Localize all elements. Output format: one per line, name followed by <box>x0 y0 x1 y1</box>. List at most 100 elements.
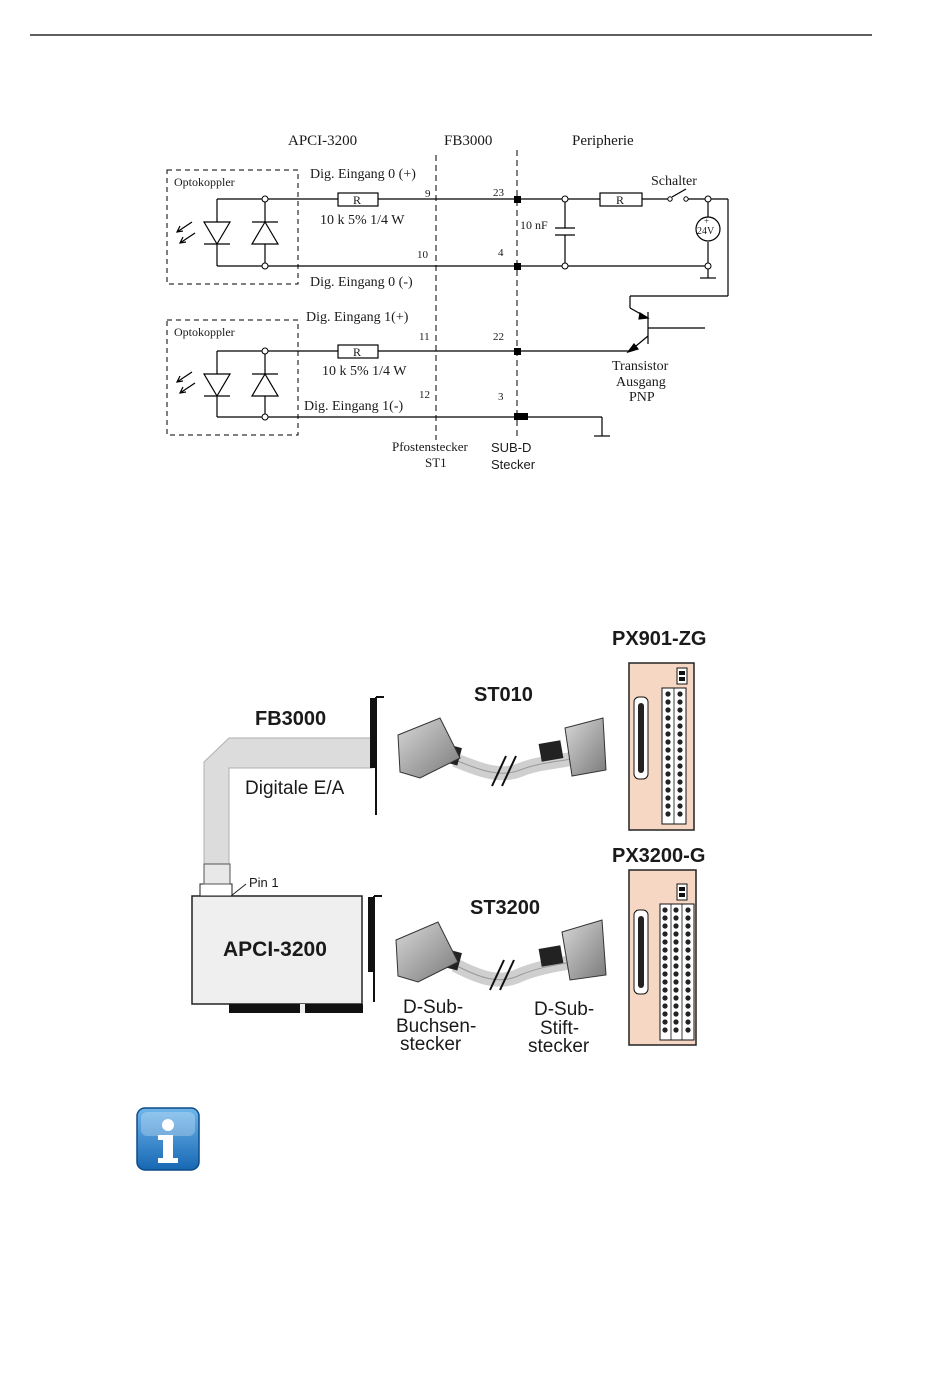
terminal-pin <box>677 779 683 785</box>
px901-board <box>628 662 695 831</box>
subd-line-2: Stecker <box>491 457 536 472</box>
terminal-pin <box>665 699 671 705</box>
terminal-pin <box>665 691 671 697</box>
terminal-pin <box>677 691 683 697</box>
digitale-label: Digitale E/A <box>245 778 345 799</box>
optokoppler-label-1: Optokoppler <box>174 325 235 339</box>
terminal-pin <box>673 1011 679 1017</box>
terminal-pin <box>662 995 668 1001</box>
px3200-label: PX3200-G <box>612 845 705 867</box>
input0-minus-label: Dig. Eingang 0 (-) <box>310 275 413 290</box>
terminal-pin <box>685 979 691 985</box>
source-label: 24V <box>697 226 715 237</box>
pin1-label: Pin 1 <box>249 875 279 890</box>
pin-3: 3 <box>498 391 504 403</box>
junctions-1 <box>261 347 528 421</box>
terminal-pin <box>673 1027 679 1033</box>
st3200-label: ST3200 <box>470 897 540 919</box>
pin-4: 4 <box>498 247 504 259</box>
header-fb3000: FB3000 <box>444 133 492 149</box>
terminal-pin <box>677 707 683 713</box>
terminal-pin <box>677 795 683 801</box>
resistor-0-label: R <box>353 193 361 207</box>
terminal-pin <box>685 1019 691 1025</box>
terminal-pin <box>665 715 671 721</box>
pin-9: 9 <box>425 188 431 200</box>
terminal-pin <box>677 755 683 761</box>
input0-plus-label: Dig. Eingang 0 (+) <box>310 167 416 182</box>
terminal-pin <box>662 947 668 953</box>
optocoupler-diodes-0 <box>175 198 280 267</box>
dsub-stift-line-2: Stift- <box>540 1018 579 1039</box>
terminal-pin <box>665 707 671 713</box>
terminal-pin <box>673 971 679 977</box>
terminal-pin <box>677 771 683 777</box>
terminal-pin <box>662 987 668 993</box>
terminal-pin <box>673 955 679 961</box>
optokoppler-label-0: Optokoppler <box>174 175 235 189</box>
optocoupler-diodes-1 <box>175 350 280 418</box>
channel-1-wiring <box>265 350 630 437</box>
terminal-pin <box>665 771 671 777</box>
capacitor-label: 10 nF <box>520 218 548 232</box>
terminal-pin <box>673 979 679 985</box>
optokoppler-box-1 <box>166 319 299 436</box>
ribbon-cable <box>203 737 373 869</box>
px3200-terminal-pins <box>662 907 691 1033</box>
resistor0-spec: 10 k 5% 1/4 W <box>320 213 405 228</box>
terminal-pin <box>673 907 679 913</box>
terminal-pin <box>685 907 691 913</box>
resistor-1-label: R <box>353 345 361 359</box>
terminal-pin <box>685 939 691 945</box>
terminal-pin <box>673 923 679 929</box>
transistor-line-1: Transistor <box>612 359 669 374</box>
terminal-pin <box>662 907 668 913</box>
terminal-pin <box>665 787 671 793</box>
terminal-pin <box>685 1027 691 1033</box>
terminal-pin <box>662 1003 668 1009</box>
terminal-pin <box>673 987 679 993</box>
terminal-pin <box>685 971 691 977</box>
terminal-pin <box>677 747 683 753</box>
terminal-pin <box>677 763 683 769</box>
terminal-pin <box>685 995 691 1001</box>
terminal-pin <box>673 939 679 945</box>
input1-plus-label: Dig. Eingang 1(+) <box>306 310 409 325</box>
terminal-pin <box>662 1027 668 1033</box>
transistor-symbol <box>626 312 705 354</box>
terminal-pin <box>662 939 668 945</box>
terminal-pin <box>677 699 683 705</box>
terminal-pin <box>677 787 683 793</box>
terminal-pin <box>662 931 668 937</box>
terminal-pin <box>662 923 668 929</box>
px901-label: PX901-ZG <box>612 628 706 650</box>
terminal-pin <box>677 811 683 817</box>
terminal-pin <box>685 923 691 929</box>
terminal-pin <box>673 931 679 937</box>
terminal-pin <box>673 915 679 921</box>
terminal-pin <box>677 715 683 721</box>
pin-11: 11 <box>419 331 430 343</box>
terminal-pin <box>665 723 671 729</box>
info-icon <box>136 1107 200 1171</box>
header-apci: APCI-3200 <box>288 133 357 149</box>
terminal-pin <box>677 731 683 737</box>
terminal-pin <box>685 931 691 937</box>
terminal-pin <box>677 803 683 809</box>
terminal-pin <box>665 747 671 753</box>
channel-0-wiring <box>265 188 729 319</box>
dsub-buchsen-line-2: Buchsen- <box>396 1016 476 1037</box>
px901-terminal-pins <box>665 691 683 817</box>
resistor1-spec: 10 k 5% 1/4 W <box>322 364 407 379</box>
terminal-pin <box>685 987 691 993</box>
terminal-pin <box>665 811 671 817</box>
voltage-source: + 24V <box>695 216 721 242</box>
dsub-stift-line-3: stecker <box>528 1036 590 1057</box>
terminal-pin <box>662 1011 668 1017</box>
terminal-pin <box>662 915 668 921</box>
terminal-pin <box>665 739 671 745</box>
input1-minus-label: Dig. Eingang 1(-) <box>304 399 403 414</box>
dsub-stift-line-1: D-Sub- <box>534 999 594 1020</box>
terminal-pin <box>662 979 668 985</box>
